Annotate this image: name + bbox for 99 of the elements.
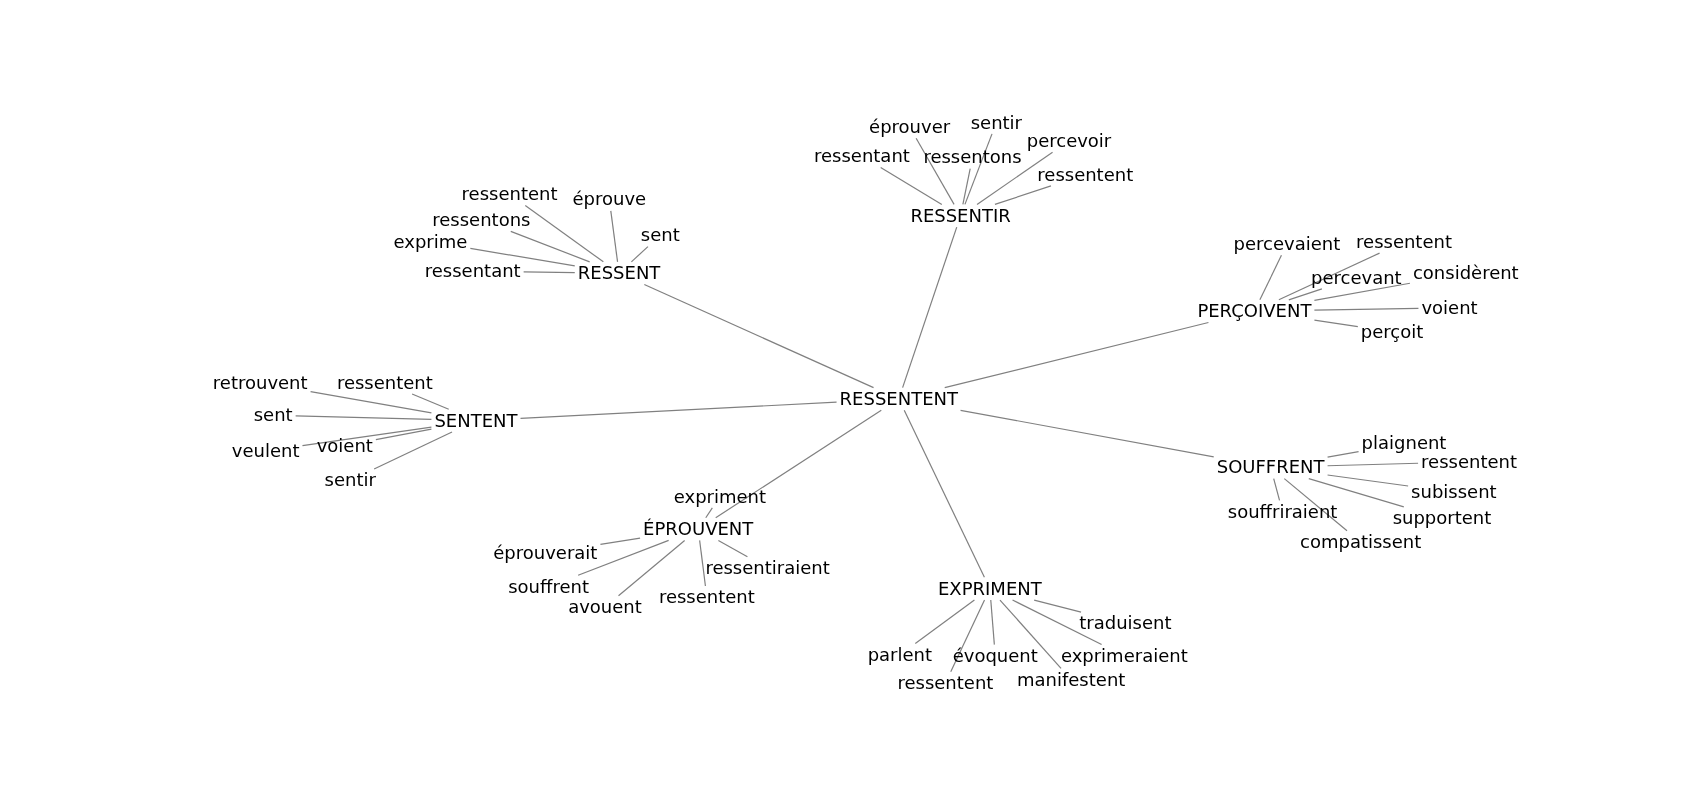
connector-line [1326,474,1409,487]
connector-line [519,401,838,419]
word-label: sentir [969,112,1023,133]
connector-line [373,431,453,470]
connector-line [1259,254,1283,301]
word-label: souffrent [507,576,590,597]
word-label: retrouvent [211,372,309,394]
connector-line [524,204,604,263]
word-label: percevoir [1025,130,1113,152]
word-label: compatissent [1299,531,1423,553]
connector-line [1326,462,1419,467]
word-label: ressentiraient [704,557,831,579]
connector-line [375,428,432,441]
connector-line [1313,319,1359,328]
connector-line [643,283,875,389]
connector-line [976,151,1054,205]
word-label: ressentent [1355,231,1453,253]
word-label: avouent [567,596,643,618]
connector-line [1283,478,1348,532]
connector-line [705,507,713,519]
word-label: SENTENT [433,410,519,431]
connector-line [1308,478,1405,508]
word-label: éprouverait [492,542,599,564]
connector-line [411,393,450,410]
word-label: sentir [323,469,377,491]
word-label: éprouve [571,189,648,210]
word-label: évoquent [951,645,1039,667]
word-label: expriment [672,486,768,507]
word-label: éprouver [868,116,952,138]
connector-line [1033,599,1082,613]
connector-line [902,226,958,389]
connector-line [310,390,432,414]
connector-line [1278,252,1381,301]
word-label: ressentant [813,145,911,167]
word-label: sent [252,404,294,426]
word-label: voient [315,435,374,456]
connector-line [510,230,591,263]
connector-line [962,167,971,205]
connector-line [469,247,576,267]
word-label: percevant [1310,267,1403,288]
word-label: percevaient [1232,233,1342,255]
word-label: ÉPROUVENT [642,518,755,540]
connector-line [959,409,1215,458]
word-label: souffriraient [1226,501,1339,523]
connector-line [599,537,641,545]
word-label: ressentons [431,209,532,231]
connector-line [523,271,576,274]
word-label: perçoit [1359,321,1425,343]
word-label: supportent [1391,507,1493,529]
word-label: RESSENTENT [838,388,959,410]
word-label: SOUFFRENT [1215,456,1326,478]
word-label: ressentent [460,183,559,205]
word-label: ressentent [335,372,434,394]
connector-line [1273,478,1281,501]
connector-line [610,210,619,263]
word-label: plaignent [1360,433,1448,454]
connector-line [1011,599,1103,646]
word-label: RESSENTIR [909,205,1012,227]
word-label: exprimeraient [1059,645,1189,667]
connector-line [1326,450,1360,458]
word-label: ressentent [657,587,756,608]
word-label: PERÇOIVENT [1196,300,1313,322]
word-label: manifestent [1016,669,1127,691]
connector-line [1313,307,1420,311]
connector-line [577,539,670,576]
connector-line [715,409,882,519]
connector-line [295,415,432,421]
word-label: ressentent [1036,164,1135,185]
word-label: ressentant [423,260,522,282]
connector-line [994,185,1052,205]
word-label: exprime [392,231,469,253]
connector-line [903,409,985,578]
connector-line [990,599,995,646]
connector-line [915,137,955,205]
word-label: ressentons [922,146,1023,168]
connector-line [880,166,943,205]
word-label: considèrent [1411,262,1520,284]
connector-line [630,246,649,263]
word-label: voient [1420,297,1479,319]
connector-line [699,539,707,587]
word-label: veulent [230,440,301,462]
connector-line [964,133,993,205]
connector-line [617,539,686,597]
connector-line [1288,288,1323,301]
connector-line [999,599,1062,670]
word-label: traduisent [1078,613,1173,634]
word-label: EXPRIMENT [937,578,1043,600]
word-label: ressentent [896,672,995,694]
connector-line [950,599,986,673]
connector-line [717,539,749,558]
connector-line [944,321,1210,389]
word-label: subissent [1410,481,1498,503]
word-label: ressentent [1420,451,1518,473]
word-label: sent [639,224,681,246]
connector-line [914,599,975,645]
connector-line [1313,282,1411,301]
word-label: RESSENT [576,262,662,284]
connector-line [301,426,432,447]
word-label: parlent [866,644,934,666]
